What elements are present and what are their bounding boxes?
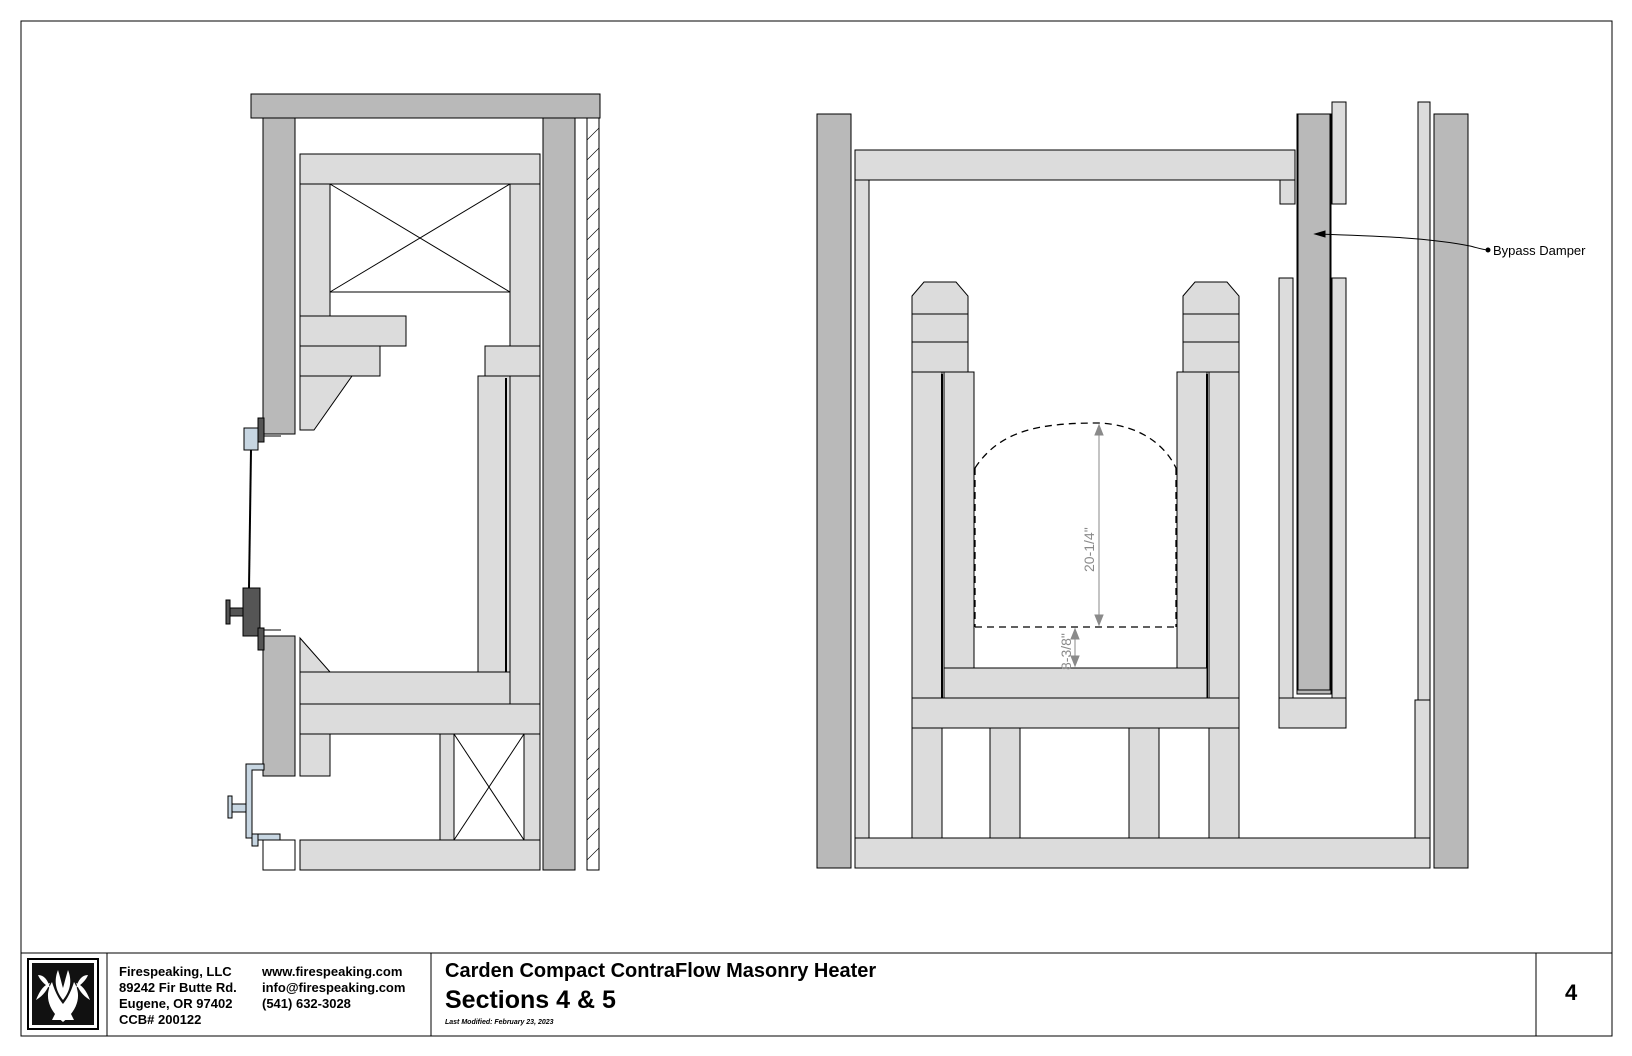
dimensions: [1070, 423, 1104, 668]
title-block: [21, 952, 1612, 1036]
firebox-door: [225, 417, 281, 651]
company-address: 89242 Fir Butte Rd.: [119, 980, 237, 995]
ash-door: [227, 763, 281, 847]
company-license: CCB# 200122: [119, 1012, 202, 1027]
firebox-dashed-outline: [974, 422, 1177, 628]
company-city: Eugene, OR 97402: [119, 996, 233, 1011]
bypass-damper-label: Bypass Damper: [1493, 243, 1586, 258]
contact-info: www.firespeaking.com info@firespeaking.c…: [262, 964, 405, 1012]
phone: (541) 632-3028: [262, 996, 351, 1011]
section-5: [816, 101, 1469, 869]
firespeaking-logo: [27, 958, 99, 1030]
page-number: 4: [1565, 980, 1578, 1005]
company-name: Firespeaking, LLC: [119, 964, 232, 979]
company-info: Firespeaking, LLC 89242 Fir Butte Rd. Eu…: [119, 964, 237, 1028]
sheet-border: [20, 20, 1613, 1037]
bypass-damper-leader: [1313, 230, 1491, 253]
dimension-label-low: 8-3/8": [1058, 633, 1074, 670]
dimension-label-height: 20-1/4": [1081, 527, 1097, 572]
website: www.firespeaking.com: [262, 964, 403, 979]
email: info@firespeaking.com: [262, 980, 406, 995]
drawing-title: Carden Compact ContraFlow Masonry Heater: [445, 960, 877, 982]
section-4: [250, 93, 601, 871]
last-modified: Last Modified: February 23, 2023: [445, 1019, 554, 1026]
drawing-subtitle: Sections 4 & 5: [445, 986, 616, 1014]
